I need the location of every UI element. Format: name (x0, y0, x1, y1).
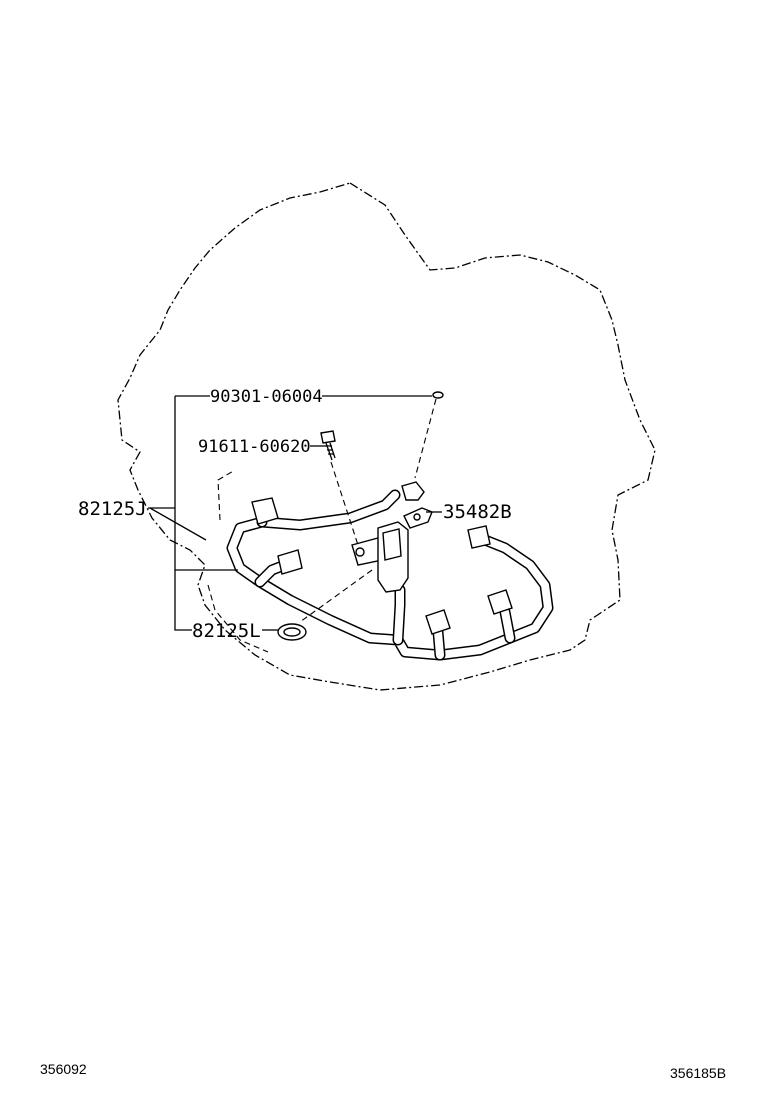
part-label-82125L: 82125L (192, 620, 261, 642)
o-ring-inner (283, 627, 301, 637)
part-label-90301-06004: 90301-06004 (210, 387, 323, 407)
assembly-line-oring (414, 398, 437, 479)
leader-lines (148, 395, 442, 631)
footer-left-code: 356092 (40, 1061, 87, 1077)
footer-right-code: 356185B (670, 1065, 726, 1081)
assembly-line-sensor (299, 569, 373, 623)
small-o-ring-part (432, 391, 444, 399)
speed-sensor (351, 521, 409, 593)
bolt-part (320, 430, 336, 461)
part-label-35482B: 35482B (443, 501, 512, 523)
clip-hole (413, 513, 421, 521)
part-label-91611-60620: 91611-60620 (198, 437, 311, 457)
part-label-82125J: 82125J (78, 498, 147, 520)
harness-connectors (251, 481, 513, 635)
housing-inner-outline (207, 469, 269, 653)
assembly-line-bolt (330, 461, 359, 546)
